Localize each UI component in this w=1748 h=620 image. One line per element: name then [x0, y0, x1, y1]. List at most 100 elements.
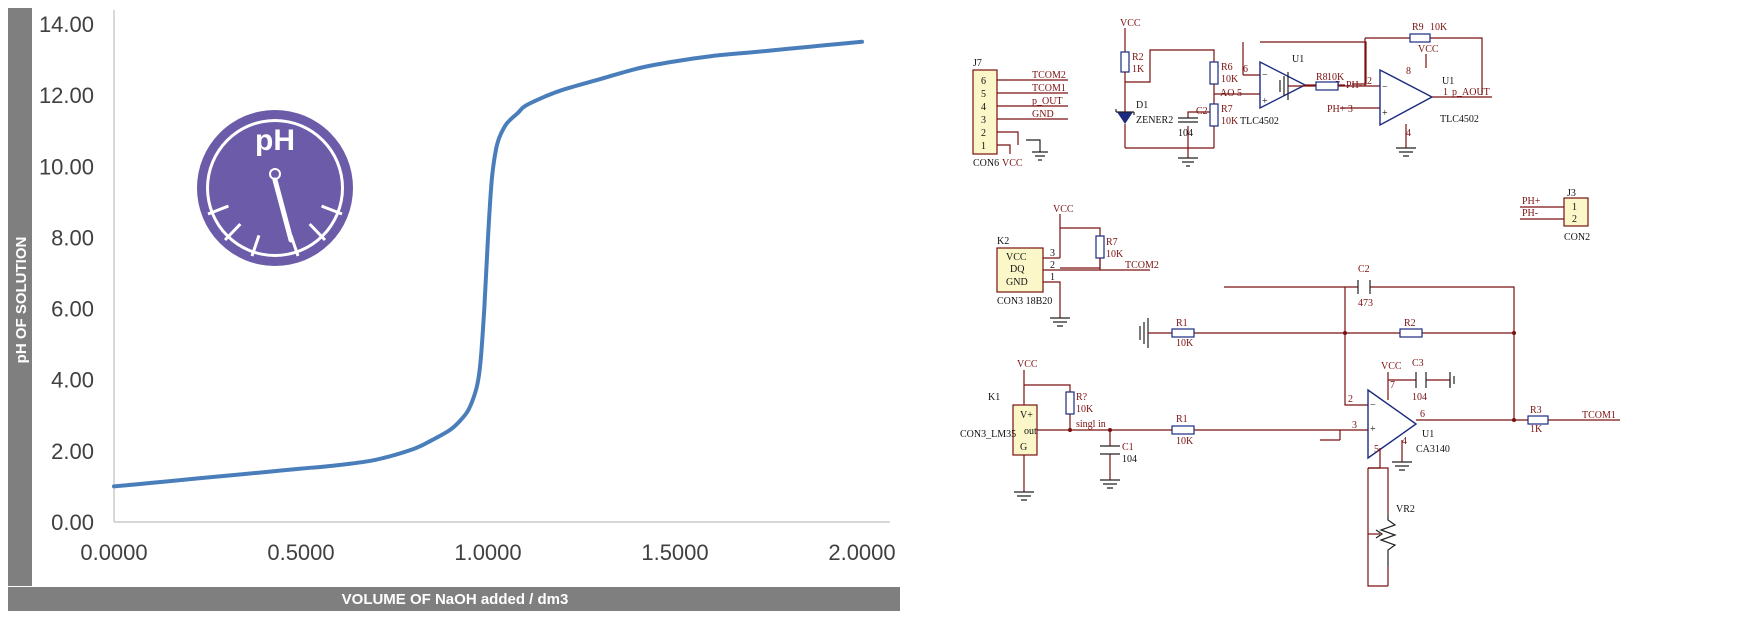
ref-part: TLC4502 — [1240, 116, 1279, 127]
k2-pin-dq: DQ — [1010, 264, 1025, 275]
buffer-pin8: 8 — [1406, 66, 1411, 77]
resistor-r1-amp — [1172, 329, 1194, 337]
capacitor-c2-amp — [1358, 280, 1370, 294]
resistor-r7-ref — [1210, 104, 1218, 126]
j3-pin1: 1 — [1572, 202, 1577, 213]
amp-c2: C2 — [1358, 264, 1370, 275]
amp-r3: R3 — [1530, 405, 1542, 416]
d1-ref: D1 — [1136, 100, 1148, 111]
amp-pin4: 4 — [1402, 436, 1407, 447]
j7-pin-4: 4 — [981, 102, 986, 113]
r2-ref: R2 — [1132, 52, 1144, 63]
y-tick-label: 2.00 — [51, 439, 94, 464]
amp-r2: R2 — [1404, 318, 1416, 329]
y-tick-label: 10.00 — [39, 154, 94, 179]
k1-r: R? — [1076, 392, 1088, 403]
k1-c1: C1 — [1122, 442, 1134, 453]
schematic-svg: J7 6 5 4 3 2 1 CON6 TCOM2 TCOM1 p_OUT GN… — [940, 0, 1748, 615]
ref-u1: U1 — [1292, 54, 1304, 65]
ref-ground-icon — [1178, 158, 1198, 166]
k1-ref: K1 — [988, 392, 1000, 403]
x-tick-label: 0.0000 — [80, 540, 147, 565]
r6-ref: R6 — [1221, 62, 1233, 73]
buffer-u1: U1 — [1442, 76, 1454, 87]
amp-vr2: VR2 — [1396, 504, 1415, 515]
resistor-r2-amp — [1400, 329, 1422, 337]
j7-net-gnd: GND — [1032, 109, 1054, 120]
y-tick-label: 0.00 — [51, 510, 94, 535]
amp-vcc: VCC — [1381, 361, 1402, 372]
buffer-pin2: 2 — [1367, 76, 1372, 87]
r9-value: 10K — [1430, 22, 1448, 33]
j7-net-tcom2: TCOM2 — [1032, 70, 1066, 81]
k2-r7-value: 10K — [1106, 249, 1124, 260]
amp-net: TCOM1 — [1582, 410, 1616, 421]
j3-name: CON2 — [1564, 232, 1590, 243]
svg-text:+: + — [1382, 108, 1388, 119]
resistor-r1-input — [1172, 426, 1194, 434]
j7-net-tcom1: TCOM1 — [1032, 83, 1066, 94]
k2-ref: K2 — [997, 236, 1009, 247]
k2-vcc: VCC — [1053, 204, 1074, 215]
amp-c3-value: 104 — [1412, 392, 1427, 403]
k2-pin-vcc: VCC — [1006, 252, 1027, 263]
buffer-vcc: VCC — [1418, 44, 1439, 55]
r7-value: 10K — [1221, 116, 1239, 127]
r8-value: 10K — [1327, 72, 1345, 83]
svg-text:−: − — [1370, 400, 1376, 411]
ref-vcc: VCC — [1120, 18, 1141, 29]
amp-ground-icon — [1140, 318, 1148, 348]
svg-text:+: + — [1262, 96, 1268, 107]
j7-pin-6: 6 — [981, 76, 986, 87]
zener-diode-icon — [1117, 112, 1133, 124]
svg-text:−: − — [1262, 70, 1268, 81]
k2-net: TCOM2 — [1125, 260, 1159, 271]
connector-j3: J3 1 2 PH+ PH- CON2 — [1520, 188, 1590, 243]
amp-u1: U1 — [1422, 429, 1434, 440]
resistor-r6 — [1210, 62, 1218, 84]
svg-text:+: + — [1370, 424, 1376, 435]
r6-value: 10K — [1221, 74, 1239, 85]
j7-pin-2: 2 — [981, 128, 986, 139]
amp-r3-value: 1K — [1530, 424, 1543, 435]
x-tick-label: 0.5000 — [267, 540, 334, 565]
buffer-out-net: p_AOUT — [1452, 87, 1490, 98]
k2-pinnum-3: 3 — [1050, 248, 1055, 259]
buffer-part: TLC4502 — [1440, 114, 1479, 125]
opamp-u1-buffer — [1380, 70, 1432, 125]
resistor-rq — [1066, 392, 1074, 414]
k1-ground-icon — [1100, 480, 1120, 488]
r2-value: 1K — [1132, 64, 1145, 75]
amp-c3: C3 — [1412, 358, 1424, 369]
j7-ground-icon — [1026, 140, 1048, 160]
k1-pin-g: G — [1020, 442, 1027, 453]
k1-ground2-icon — [1014, 492, 1034, 500]
amp-c2-value: 473 — [1358, 298, 1373, 309]
r9-ref: R9 — [1412, 22, 1424, 33]
ref-pin6: 6 — [1243, 64, 1248, 75]
j7-name: CON6 — [973, 158, 999, 169]
k2-name: CON3 18B20 — [997, 296, 1052, 307]
j7-pin-1: 1 — [981, 141, 986, 152]
j3-net-ph-minus: PH- — [1522, 208, 1538, 219]
resistor-r2 — [1121, 52, 1129, 72]
x-tick-label: 1.5000 — [641, 540, 708, 565]
ph-sensor-schematic: J7 6 5 4 3 2 1 CON6 TCOM2 TCOM1 p_OUT GN… — [940, 0, 1748, 615]
amp-part: CA3140 — [1416, 444, 1450, 455]
k1-pin-vplus: V+ — [1020, 410, 1033, 421]
buffer-pin4: 4 — [1406, 128, 1411, 139]
sensor-k2: VCC K2 VCC DQ GND 3 2 1 CON3 18B20 R7 10… — [997, 204, 1159, 326]
j7-net-pout: p_OUT — [1032, 96, 1063, 107]
k1-vcc: VCC — [1017, 359, 1038, 370]
amp-pin7: 7 — [1390, 380, 1395, 391]
amp-pin6: 6 — [1420, 409, 1425, 420]
chart-svg: pH OF SOLUTION VOLUME OF NaOH added / dm… — [0, 0, 900, 615]
k1-r-value: 10K — [1076, 404, 1094, 415]
gauge-label: pH — [255, 124, 295, 157]
resistor-r7-k2 — [1096, 236, 1104, 258]
zener-ref: ZENER2 — [1136, 115, 1173, 126]
k1-net: singl in — [1076, 419, 1106, 430]
c2-ref: C2 — [1196, 106, 1208, 117]
series-layer — [114, 42, 862, 487]
